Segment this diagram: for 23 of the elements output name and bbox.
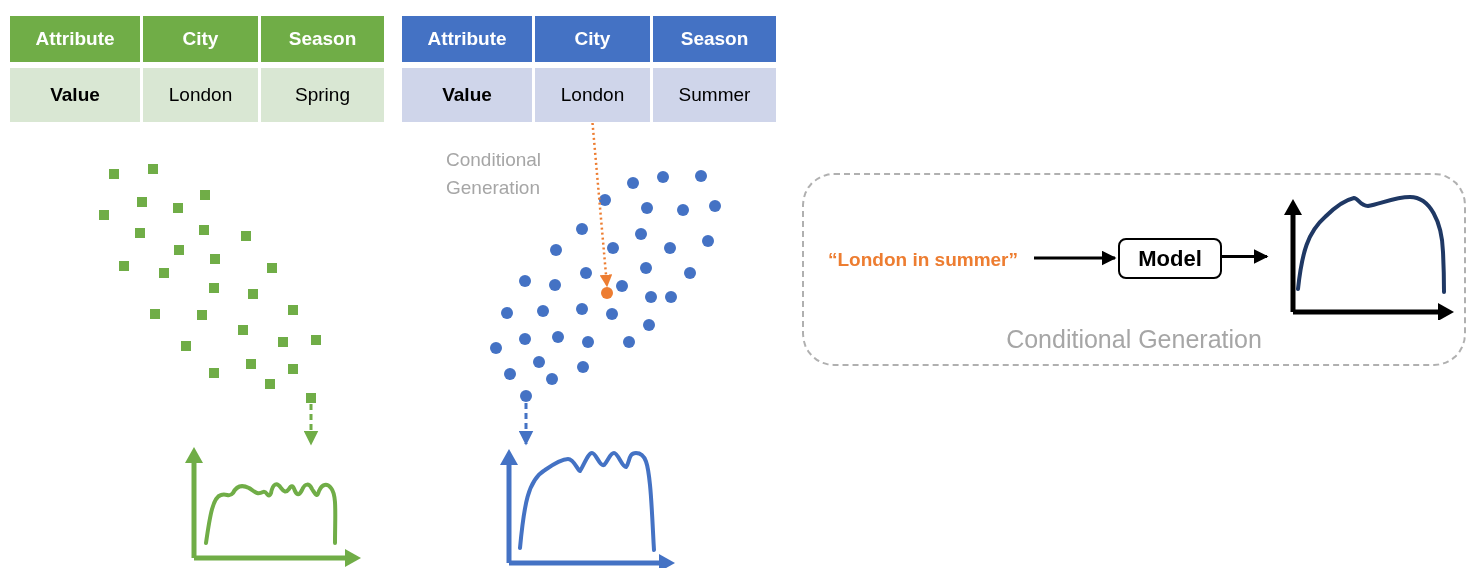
dashed-arrow — [591, 122, 613, 288]
table-cell: Attribute — [10, 16, 140, 62]
table-cell: Attribute — [402, 16, 532, 62]
table-cell: Spring — [261, 68, 384, 122]
table-cell: Value — [10, 68, 140, 122]
dashed-arrow — [518, 403, 534, 446]
dashed-arrow — [303, 404, 319, 446]
table-cell: London — [535, 68, 650, 122]
table-cell: London — [143, 68, 258, 122]
table-cell: Season — [261, 16, 384, 62]
arrow — [1034, 250, 1117, 266]
dashed-group-box — [802, 173, 1466, 366]
table-cell: Summer — [653, 68, 776, 122]
arrow — [1221, 249, 1269, 264]
data-point-square — [306, 393, 316, 403]
prompt-text: “London in summer” — [814, 246, 1032, 274]
table-cell: Value — [402, 68, 532, 122]
table-cell: City — [143, 16, 258, 62]
table-cell: City — [535, 16, 650, 62]
table-cell: Season — [653, 16, 776, 62]
annotation-text: Conditional Generation — [446, 148, 543, 200]
group-caption: Conditional Generation — [1005, 323, 1263, 355]
model-box: Model — [1118, 238, 1222, 279]
